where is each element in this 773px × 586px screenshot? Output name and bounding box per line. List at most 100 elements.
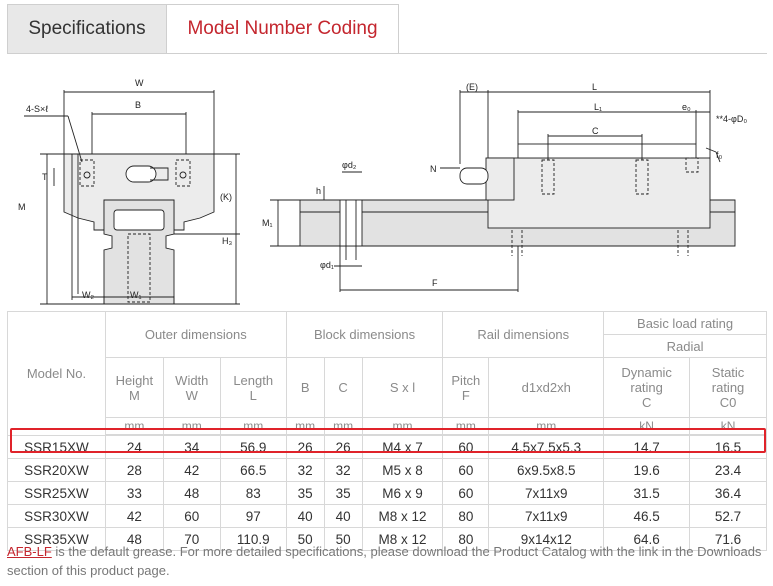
dim-M: M xyxy=(18,202,26,212)
value-cell: 80 xyxy=(442,527,490,551)
dim-F: F xyxy=(432,278,438,288)
value-cell: 24 xyxy=(104,435,164,459)
value-cell: 16.5 xyxy=(689,435,767,459)
value-cell: 48 xyxy=(104,527,164,551)
header-Sxl: S x l xyxy=(361,357,444,418)
header-C: C xyxy=(323,357,363,418)
dim-W: W xyxy=(135,78,144,88)
tab-divider xyxy=(7,53,767,54)
value-cell: 7x11x9 xyxy=(488,481,605,505)
header-rail-dimensions: Rail dimensions xyxy=(442,311,605,358)
header-B: B xyxy=(285,357,325,418)
header-outer-dimensions: Outer dimensions xyxy=(104,311,287,358)
dim-C: C xyxy=(592,126,599,136)
value-cell: 32 xyxy=(285,458,325,482)
value-cell: 56.9 xyxy=(219,435,287,459)
value-cell: 23.4 xyxy=(689,458,767,482)
header-block-dimensions: Block dimensions xyxy=(285,311,444,358)
dim-L1: L₁ xyxy=(594,102,602,112)
value-cell: M5 x 8 xyxy=(361,458,444,482)
value-cell: 66.5 xyxy=(219,458,287,482)
model-cell: SSR35XW xyxy=(7,527,106,551)
dimension-drawing: W B 4-S×ℓ T M (K) H₃ W₂ W₁ (E) L L₁ e₀ *… xyxy=(0,60,773,310)
dim-K: (K) xyxy=(220,192,232,202)
table-row: SSR20XW 28 42 66.5 32 32 M5 x 8 60 6x9.5… xyxy=(7,458,767,482)
value-cell: 110.9 xyxy=(219,527,287,551)
value-cell: 64.6 xyxy=(603,527,691,551)
dim-e0: e₀ xyxy=(682,102,691,112)
dim-E: (E) xyxy=(466,82,478,92)
value-cell: 40 xyxy=(285,504,325,528)
table-row: SSR25XW 33 48 83 35 35 M6 x 9 60 7x11x9 … xyxy=(7,481,767,505)
value-cell: M8 x 12 xyxy=(361,504,444,528)
afb-lf-link[interactable]: AFB-LF xyxy=(7,544,52,559)
value-cell: 60 xyxy=(442,435,490,459)
table-row: SSR30XW 42 60 97 40 40 M8 x 12 80 7x11x9… xyxy=(7,504,767,528)
value-cell: 7x11x9 xyxy=(488,504,605,528)
value-cell: 34 xyxy=(162,435,221,459)
footer-note: AFB-LF is the default grease. For more d… xyxy=(7,542,769,580)
value-cell: M8 x 12 xyxy=(361,527,444,551)
value-cell: 46.5 xyxy=(603,504,691,528)
value-cell: 60 xyxy=(442,481,490,505)
dim-hole: 4-S×ℓ xyxy=(26,104,49,114)
dim-Do: **4-φD₀ xyxy=(716,114,747,124)
dim-H3: H₃ xyxy=(222,236,232,246)
value-cell: 33 xyxy=(104,481,164,505)
value-cell: 60 xyxy=(442,458,490,482)
tab-specifications[interactable]: Specifications xyxy=(7,4,166,54)
unit-cell: kN xyxy=(603,417,691,435)
dim-M1: M₁ xyxy=(262,218,273,228)
value-cell: 6x9.5x8.5 xyxy=(488,458,605,482)
value-cell: 42 xyxy=(104,504,164,528)
unit-cell: mm xyxy=(162,417,221,435)
unit-cell: mm xyxy=(442,417,490,435)
tab-bar: Specifications Model Number Coding xyxy=(7,4,399,54)
dim-W2: W₂ xyxy=(82,290,94,300)
dim-f0: f₀ xyxy=(716,150,723,160)
value-cell: 48 xyxy=(162,481,221,505)
footer-text: is the default grease. For more detailed… xyxy=(7,544,762,578)
value-cell: 97 xyxy=(219,504,287,528)
value-cell: 42 xyxy=(162,458,221,482)
unit-cell: mm xyxy=(361,417,444,435)
dim-W1: W₁ xyxy=(130,290,142,300)
value-cell: 35 xyxy=(323,481,363,505)
value-cell: M4 x 7 xyxy=(361,435,444,459)
model-cell: SSR30XW xyxy=(7,504,106,528)
dim-N: N xyxy=(430,164,437,174)
dimension-drawing-svg: W B 4-S×ℓ T M (K) H₃ W₂ W₁ (E) L L₁ e₀ *… xyxy=(18,78,747,305)
value-cell: 4.5x7.5x5.3 xyxy=(488,435,605,459)
value-cell: 26 xyxy=(285,435,325,459)
unit-cell: mm xyxy=(488,417,605,435)
value-cell: 31.5 xyxy=(603,481,691,505)
dim-d2: φd₂ xyxy=(342,160,357,170)
value-cell: 28 xyxy=(104,458,164,482)
value-cell: 19.6 xyxy=(603,458,691,482)
header-radial: Radial xyxy=(603,334,767,358)
value-cell: 83 xyxy=(219,481,287,505)
dim-d1: φd₁ xyxy=(320,260,334,270)
tab-model-number-coding[interactable]: Model Number Coding xyxy=(166,4,399,54)
value-cell: 26 xyxy=(323,435,363,459)
header-model-no: Model No. xyxy=(7,311,106,436)
value-cell: 52.7 xyxy=(689,504,767,528)
value-cell: 35 xyxy=(285,481,325,505)
value-cell: 50 xyxy=(323,527,363,551)
unit-cell: mm xyxy=(285,417,325,435)
value-cell: 32 xyxy=(323,458,363,482)
dim-B: B xyxy=(135,100,141,110)
header-basic-load-rating: Basic load rating xyxy=(603,311,767,335)
value-cell: 40 xyxy=(323,504,363,528)
value-cell: 9x14x12 xyxy=(488,527,605,551)
model-cell: SSR25XW xyxy=(7,481,106,505)
value-cell: 36.4 xyxy=(689,481,767,505)
unit-cell: mm xyxy=(104,417,164,435)
value-cell: 14.7 xyxy=(603,435,691,459)
dim-T: T xyxy=(42,172,48,182)
model-cell: SSR20XW xyxy=(7,458,106,482)
